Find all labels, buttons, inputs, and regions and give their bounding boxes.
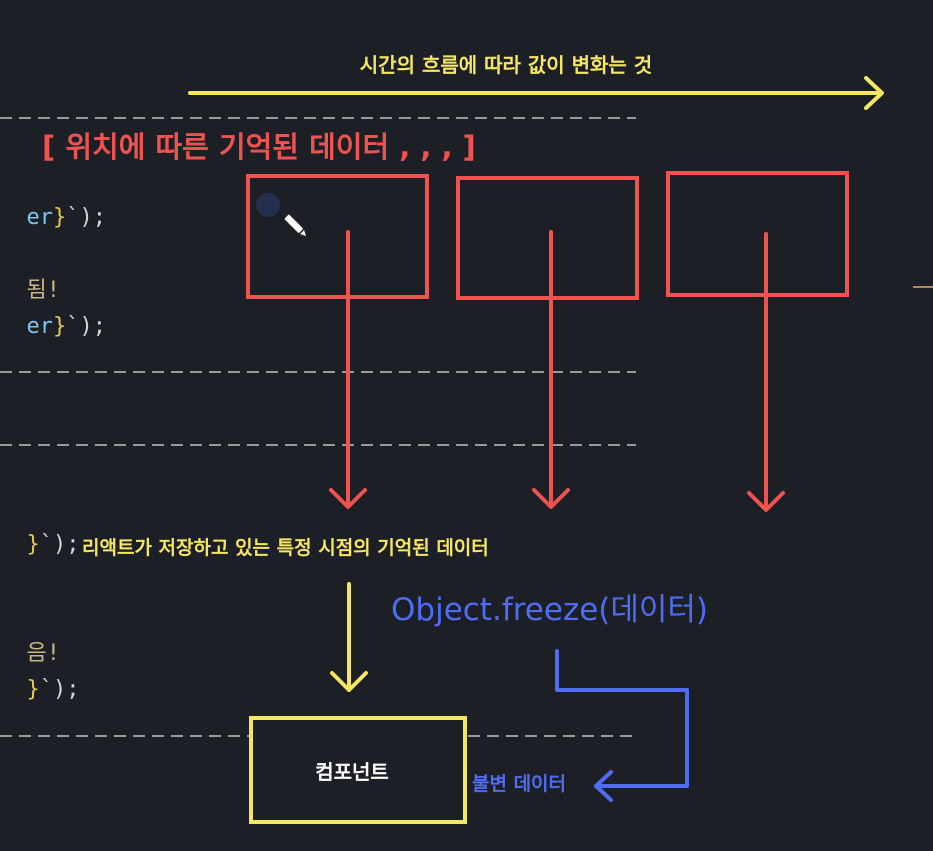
code-line: }`);: [26, 532, 80, 557]
cursor-highlight: [256, 193, 280, 217]
memory-label: [ 위치에 따른 기억된 데이터 , , , ]: [42, 130, 476, 164]
memory-arrow-2: [532, 230, 570, 509]
freeze-label: Object.freeze(데이터): [391, 592, 708, 628]
code-line: 됨!: [26, 278, 61, 303]
freeze-arrow: [555, 649, 689, 802]
code-line: }`);: [26, 677, 80, 702]
component-label: 컴포넌트: [315, 760, 389, 784]
memory-arrows: [329, 230, 785, 512]
pen-cursor-icon: [283, 213, 309, 239]
component-arrow: [330, 582, 368, 692]
time-label: 시간의 흐름에 따라 값이 변화는 것: [360, 53, 652, 77]
memory-box-3: [666, 171, 849, 297]
memory-arrow-3: [747, 232, 785, 512]
memory-arrow-1: [329, 230, 367, 509]
memory-box-1: [246, 174, 429, 299]
code-line: er}`);: [26, 205, 107, 230]
separator-lines: [0, 117, 636, 737]
memory-box-2: [456, 176, 639, 300]
component-box: [249, 716, 467, 824]
code-line: er}`);: [26, 314, 107, 339]
time-arrow: [188, 76, 884, 110]
immutable-label: 불변 데이터: [472, 773, 566, 795]
code-line: 음!: [26, 641, 61, 666]
react-stored-label: 리액트가 저장하고 있는 특정 시점의 기억된 데이터: [82, 537, 489, 559]
memory-boxes: [246, 171, 849, 300]
